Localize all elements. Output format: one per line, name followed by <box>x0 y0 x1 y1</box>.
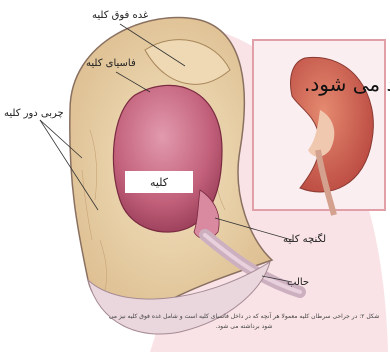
overlay-text: د می شود. <box>304 72 390 96</box>
label-perirenal-fat: چربی دور کلیه <box>4 108 64 119</box>
figure-caption: شکل ۲: در جراحی سرطان کلیه معمولا هر آنچ… <box>108 312 380 332</box>
label-renal-pelvis: لگنچه کلیه <box>283 234 326 245</box>
label-renal-fascia: فاسیای کلیه <box>86 58 136 69</box>
label-ureter: حالب <box>287 277 309 288</box>
label-kidney: کلیه <box>125 171 193 193</box>
label-adrenal-gland: غده فوق کلیه <box>92 10 148 21</box>
